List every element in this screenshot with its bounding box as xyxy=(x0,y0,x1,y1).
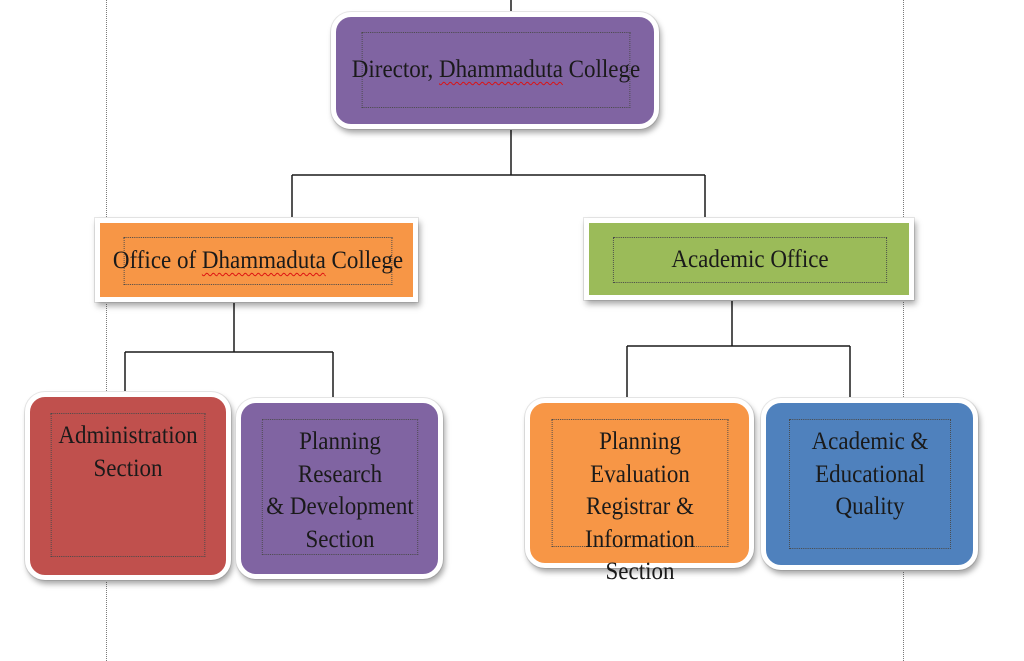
node-office-label: Office of Dhammaduta College xyxy=(113,237,403,285)
node-office-suffix: College xyxy=(325,246,404,274)
node-planning-research-section: Planning Research & Development Section xyxy=(236,398,443,579)
node-director-mark: Dhammaduta xyxy=(439,55,563,83)
node-director-prefix: Director, xyxy=(351,55,440,83)
node-academic-quality-label: Academic & Educational Quality xyxy=(789,419,951,549)
guide-line-left xyxy=(106,0,107,661)
node-administration-section: Administration Section xyxy=(25,392,231,580)
node-academic-office: Academic Office xyxy=(584,218,914,300)
node-director: Director, Dhammaduta College xyxy=(331,12,659,129)
node-administration-section-label: Administration Section xyxy=(50,413,206,557)
node-planning-research-section-label: Planning Research & Development Section xyxy=(261,419,419,555)
node-office-prefix: Office of xyxy=(112,246,202,274)
node-planning-evaluation-section: Planning Evaluation Registrar & Informat… xyxy=(525,398,754,585)
node-planning-evaluation-section-label: Planning Evaluation Registrar & Informat… xyxy=(551,419,729,585)
node-director-suffix: College xyxy=(562,55,641,83)
node-academic-office-label: Academic Office xyxy=(612,237,888,283)
guide-line-right xyxy=(903,0,904,661)
node-director-label: Director, Dhammaduta College xyxy=(352,32,640,108)
node-office: Office of Dhammaduta College xyxy=(95,218,418,302)
node-office-mark: Dhammaduta xyxy=(201,246,326,274)
node-academic-quality: Academic & Educational Quality xyxy=(761,398,978,570)
